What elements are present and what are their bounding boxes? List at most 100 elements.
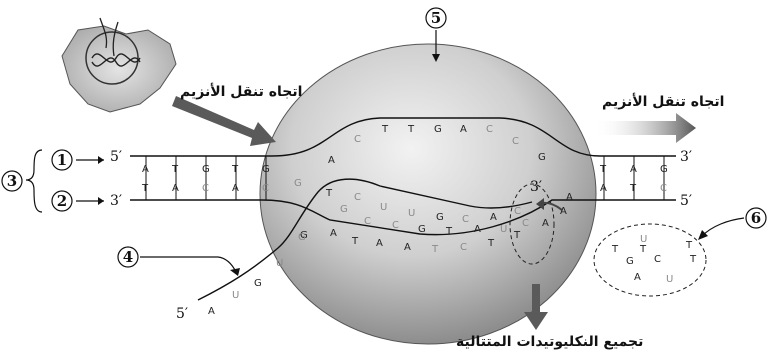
svg-text:5: 5: [431, 9, 441, 27]
magnifier-circle-icon: [85, 31, 139, 85]
base-letter: T: [685, 240, 693, 251]
base-letter: G: [300, 230, 308, 241]
number-label-3: 3: [1, 170, 23, 192]
chromosome-thumbnail: [61, 17, 177, 113]
base-letter: C: [354, 192, 361, 203]
number-label-6: 6: [745, 207, 767, 229]
base-letter: A: [474, 224, 481, 235]
active-site-dashed-circle: [509, 183, 555, 265]
base-letter: T: [611, 244, 619, 255]
base-letter: G: [254, 278, 262, 289]
base-letter: T: [629, 183, 637, 194]
base-letter: G: [298, 232, 306, 243]
base-letter: G: [660, 164, 668, 175]
rna-bases: T C U U G C A C C U: [325, 188, 529, 235]
base-letter: C: [354, 134, 361, 145]
base-letter: U: [666, 274, 673, 285]
base-letter: C: [660, 183, 667, 194]
base-letter: G: [538, 152, 546, 163]
strands-brace: [25, 149, 43, 213]
base-letter: T: [351, 236, 359, 247]
number-label-2: 2: [51, 190, 73, 212]
base-letter: G: [418, 224, 426, 235]
base-letter: U: [276, 258, 283, 269]
base-letter: T: [513, 230, 521, 241]
right-bottom-bases: A T C: [600, 183, 667, 194]
label-6-arrow: [701, 217, 745, 237]
bubble-top-bases: A C T T G A C C G: [328, 124, 546, 166]
base-letter: T: [407, 124, 415, 135]
left-base-pair-rungs: [145, 156, 267, 200]
dna-strand-1: [130, 117, 676, 157]
base-letter: A: [404, 242, 411, 253]
base-letter: T: [381, 124, 389, 135]
base-letter: A: [376, 238, 383, 249]
rna-5prime-end: 5′: [176, 306, 188, 322]
base-letter: A: [560, 206, 567, 217]
base-letter: T: [599, 164, 607, 175]
base-letter: C: [364, 216, 371, 227]
free-nucleotide-bases: T G U T C U T A T: [611, 234, 697, 285]
svg-text:2: 2: [57, 192, 67, 210]
base-letter: T: [639, 244, 647, 255]
base-letter: C: [262, 183, 269, 194]
base-letter: T: [487, 238, 495, 249]
enzyme-direction-label-left: اتجاه تنقل الأنزيم: [180, 83, 302, 100]
left-top-bases: A T G T G: [142, 164, 270, 175]
base-letter: A: [566, 192, 573, 203]
base-letter: A: [460, 124, 467, 135]
base-letter: A: [142, 164, 149, 175]
rna-strand: [197, 178, 533, 301]
base-letter: T: [171, 164, 179, 175]
base-letter: T: [325, 188, 333, 199]
enzyme-direction-arrow-left: [172, 96, 276, 146]
strand1-left-end: 5′: [110, 149, 122, 165]
strand2-left-end: 3′: [110, 193, 122, 209]
base-letter: A: [630, 164, 637, 175]
base-letter: C: [486, 124, 493, 135]
right-base-pair-rungs: [603, 156, 665, 200]
svg-text:3: 3: [7, 172, 17, 190]
base-letter: C: [514, 206, 521, 217]
strand2-right-end: 5′: [680, 193, 692, 209]
base-letter: T: [445, 226, 453, 237]
base-letter: G: [626, 256, 634, 267]
right-top-bases: T A G: [599, 164, 668, 175]
free-nucleotides-pool: [593, 223, 707, 297]
left-bottom-bases: T A C A C G: [141, 178, 302, 194]
base-letter: A: [208, 306, 215, 317]
label-4-arrow: [140, 256, 237, 273]
base-letter: T: [231, 164, 239, 175]
base-letter: U: [500, 224, 507, 235]
enzyme-direction-arrow-right: [594, 113, 696, 143]
base-letter: T: [141, 183, 149, 194]
base-letter: A: [232, 183, 239, 194]
base-letter: A: [634, 272, 641, 283]
enzyme-direction-label-right: اتجاه تنقل الأنزيم: [602, 93, 724, 110]
base-letter: A: [328, 155, 335, 166]
number-label-4: 4: [117, 246, 139, 268]
rna-tail-bases: G U G U A: [208, 232, 306, 317]
base-letter: G: [262, 164, 270, 175]
svg-text:6: 6: [751, 209, 761, 227]
base-letter: A: [172, 183, 179, 194]
base-letter: A: [490, 212, 497, 223]
dna-strand-2: [130, 199, 676, 236]
number-label-5: 5: [425, 7, 447, 29]
rna-polymerase-enzyme: [259, 43, 597, 345]
number-label-1: 1: [51, 149, 73, 171]
base-letter: C: [512, 136, 519, 147]
base-letter: C: [522, 218, 529, 229]
base-letter: U: [408, 208, 415, 219]
base-letter: G: [436, 212, 444, 223]
base-letter: C: [202, 183, 209, 194]
base-letter: A: [542, 218, 549, 229]
base-letter: T: [689, 254, 697, 265]
base-letter: U: [380, 202, 387, 213]
strand1-right-end: 3′: [680, 149, 692, 165]
svg-text:1: 1: [57, 151, 67, 169]
nucleotide-assembly-arrow: [524, 284, 548, 330]
base-letter: U: [232, 290, 239, 301]
